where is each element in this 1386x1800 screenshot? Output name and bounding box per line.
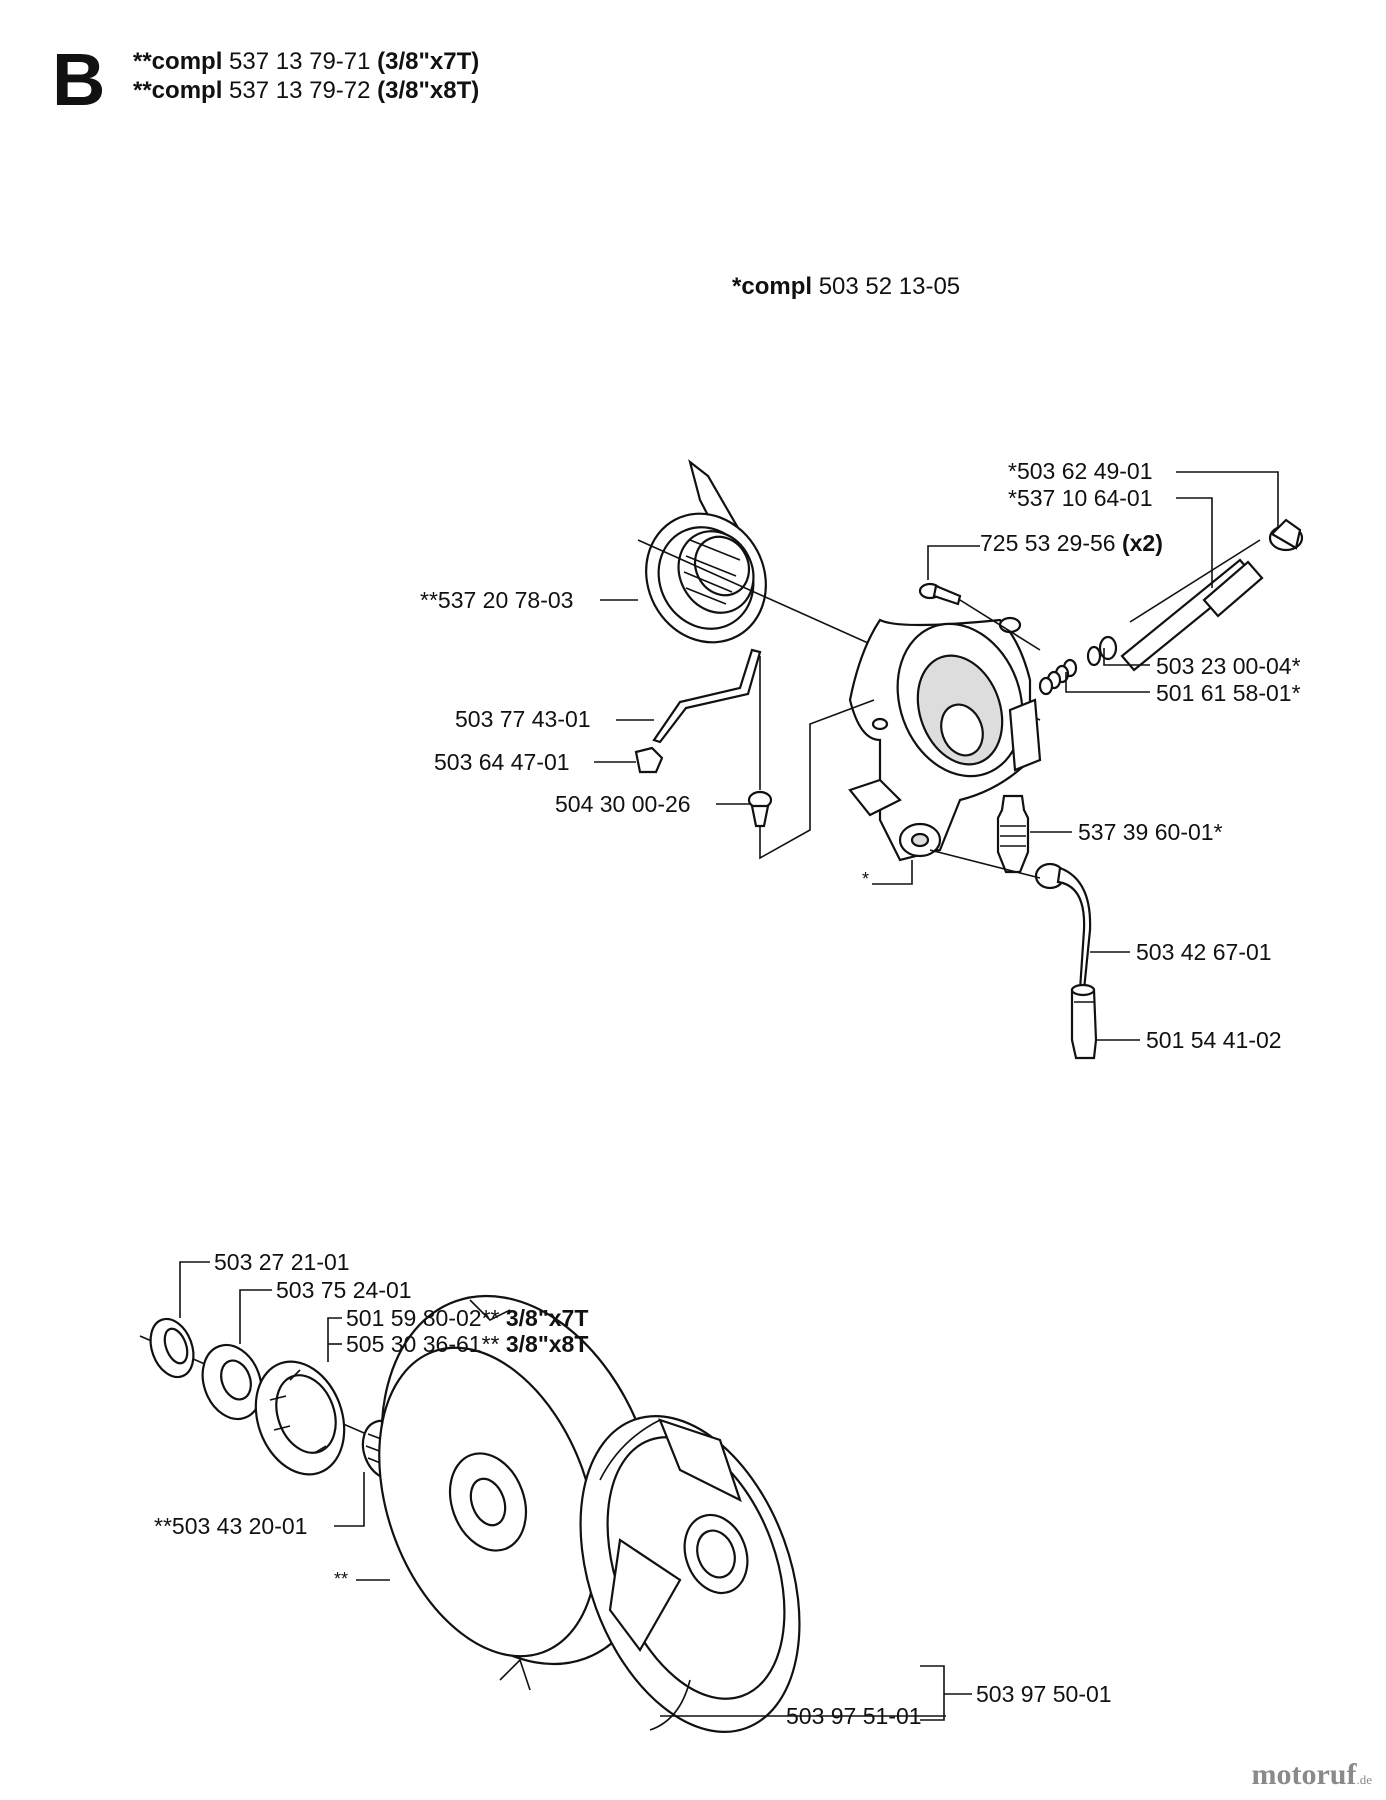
header-line-2: **compl 537 13 79-72 (3/8"x8T) — [133, 77, 479, 105]
header-line-2-number: 537 13 79-72 — [229, 77, 371, 104]
label-501598002-spec: 3/8"x7T — [505, 1305, 589, 1331]
assembly-prefix: *compl — [732, 273, 813, 300]
label-503975001: 503 97 50-01 — [976, 1681, 1112, 1707]
leader-503432001 — [334, 1472, 365, 1527]
leader-501598002 — [327, 1317, 342, 1362]
header-line-1: **compl 537 13 79-71 (3/8"x7T) — [133, 48, 479, 76]
watermark-logo: motoruf.de — [1251, 1758, 1372, 1792]
bracket-503975001 — [920, 1665, 945, 1721]
watermark-text: motoruf — [1251, 1758, 1357, 1791]
pump-housing-part — [848, 616, 1042, 862]
label-505303661-spec: 3/8"x8T — [505, 1331, 589, 1357]
label-501615801: 501 61 58-01* — [1156, 680, 1301, 706]
leader-503624901 — [1176, 471, 1279, 528]
leader-star — [872, 860, 913, 885]
label-star: * — [862, 869, 870, 889]
header-line-1-number: 537 13 79-71 — [229, 48, 371, 75]
label-501598002: 501 59 80-02** 3/8"x7T — [346, 1305, 588, 1331]
assembly-number: 503 52 13-05 — [818, 273, 961, 300]
leader-503230004 — [1103, 648, 1150, 666]
watermark-suffix: .de — [1356, 1772, 1372, 1787]
label-537106401: *537 10 64-01 — [1008, 485, 1153, 511]
worm-gear-part — [645, 459, 767, 644]
screw-part — [918, 545, 1041, 651]
section-letter: B — [52, 38, 106, 121]
header-line-1-spec: (3/8"x7T) — [377, 48, 480, 75]
header-line-2-prefix: **compl — [133, 77, 223, 104]
label-501544102: 501 54 41-02 — [1146, 1027, 1282, 1053]
header-line-1-prefix: **compl — [133, 48, 223, 75]
grommet-part — [747, 790, 773, 828]
label-505303661-number: 505 30 36-61** — [346, 1331, 500, 1357]
axis-line-hose — [929, 849, 1041, 879]
leader-503272101 — [179, 1261, 210, 1318]
label-501598002-number: 501 59 80-02** — [346, 1305, 500, 1331]
label-503644701: 503 64 47-01 — [434, 749, 570, 775]
nut-part — [634, 746, 664, 774]
oil-filter-part — [1070, 983, 1098, 1060]
clutch-drum-part — [378, 1294, 660, 1691]
pump-shaft-part — [1120, 518, 1304, 672]
label-505303661: 505 30 36-61** 3/8"x8T — [346, 1331, 588, 1357]
suction-hose-part — [1034, 862, 1092, 992]
oil-pipe-part — [652, 648, 762, 744]
leader-537106401 — [1176, 497, 1213, 588]
label-503230004: 503 23 00-04* — [1156, 653, 1301, 679]
clutch-shoes-part — [579, 1415, 801, 1733]
leader-503752401 — [239, 1289, 272, 1344]
assembly-label: *compl 503 52 13-05 — [732, 274, 960, 300]
label-503426701: 503 42 67-01 — [1136, 939, 1272, 965]
label-725532956-number: 725 53 29-56 — [980, 530, 1116, 556]
label-503272101: 503 27 21-01 — [214, 1249, 350, 1275]
label-503624901: *503 62 49-01 — [1008, 458, 1153, 484]
leader-501615801 — [1065, 672, 1150, 693]
circlip-part — [149, 1317, 195, 1379]
header-line-2-spec: (3/8"x8T) — [377, 77, 480, 104]
label-725532956: 725 53 29-56 (x2) — [980, 530, 1163, 556]
label-503975101: 503 97 51-01 — [786, 1703, 922, 1729]
sprocket-rim-part — [254, 1360, 346, 1476]
label-537396001: 537 39 60-01* — [1078, 819, 1223, 845]
washer-part — [201, 1343, 263, 1421]
label-725532956-qty: (x2) — [1121, 530, 1163, 556]
label-503752401: 503 75 24-01 — [276, 1277, 412, 1303]
label-537207803: **537 20 78-03 — [420, 587, 574, 613]
label-504300026: 504 30 00-26 — [555, 791, 691, 817]
label-double-star: ** — [334, 1569, 349, 1589]
label-503774301: 503 77 43-01 — [455, 706, 591, 732]
axis-line-grommet — [759, 699, 875, 860]
adjuster-part — [996, 794, 1030, 874]
label-503432001: **503 43 20-01 — [154, 1513, 308, 1539]
